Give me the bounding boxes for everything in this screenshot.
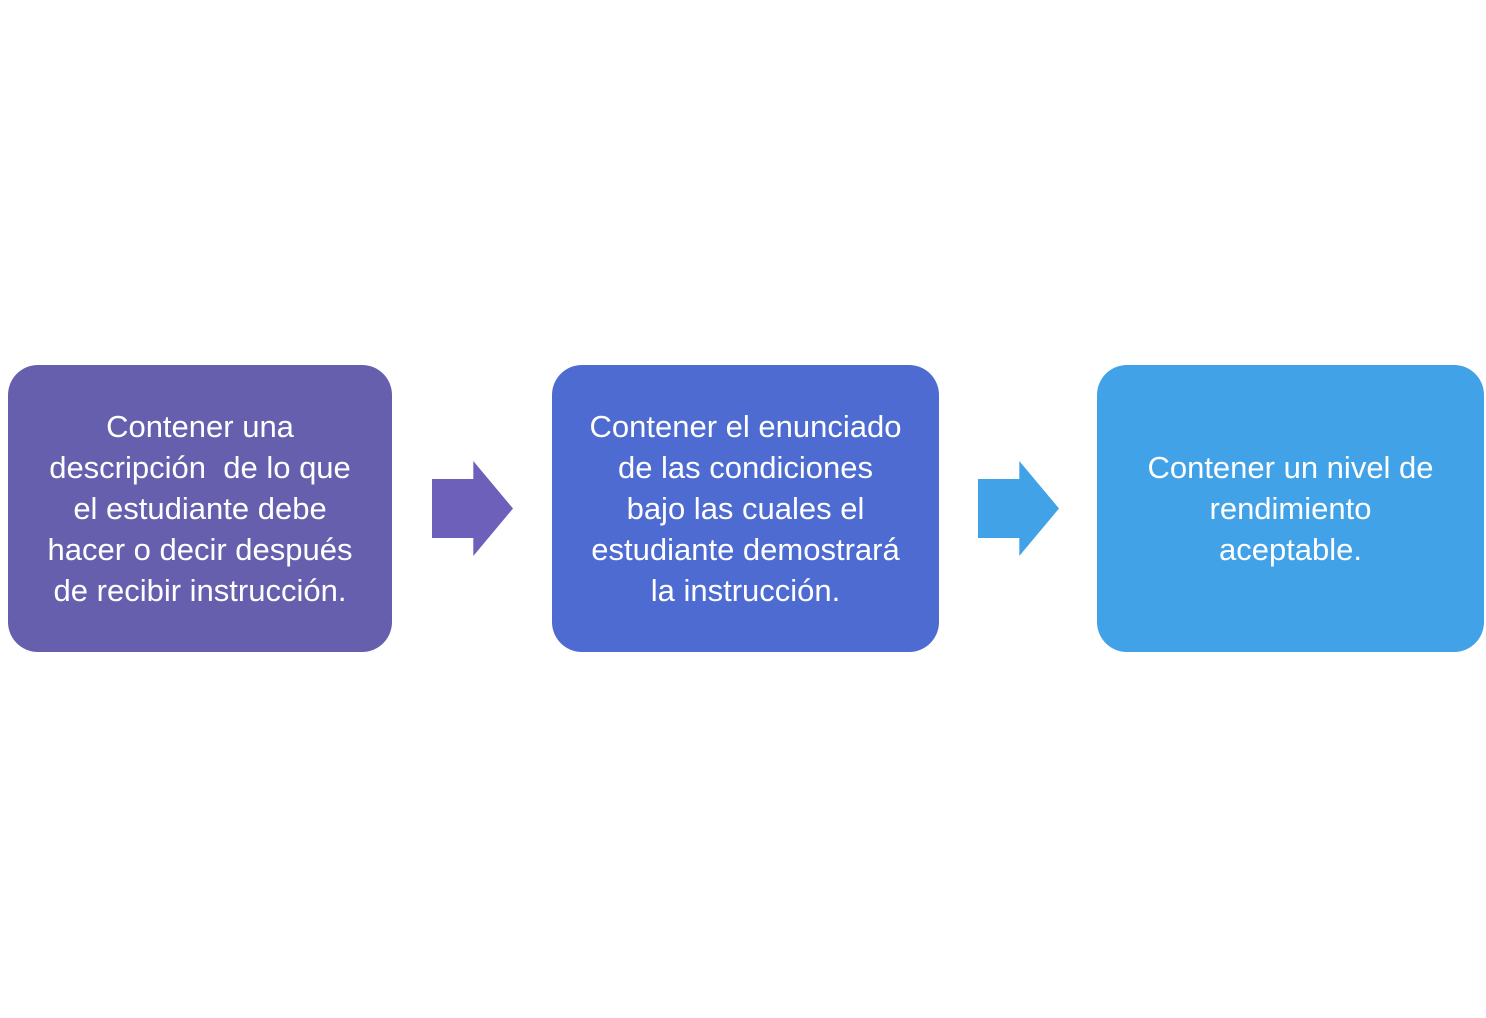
step-box-text: Contener una descripción de lo que el es… (47, 409, 353, 608)
step-box-conduct-description: Contener una descripción de lo que el es… (8, 365, 392, 652)
right-arrow-icon (978, 461, 1059, 556)
step-box-conditions-statement: Contener el enunciado de las condiciones… (552, 365, 939, 652)
step-box-performance-level: Contener un nivel de rendimiento aceptab… (1097, 365, 1484, 652)
step-box-text: Contener un nivel de rendimiento aceptab… (1147, 450, 1434, 567)
right-arrow-icon (432, 461, 513, 556)
step-box-text: Contener el enunciado de las condiciones… (589, 409, 902, 608)
